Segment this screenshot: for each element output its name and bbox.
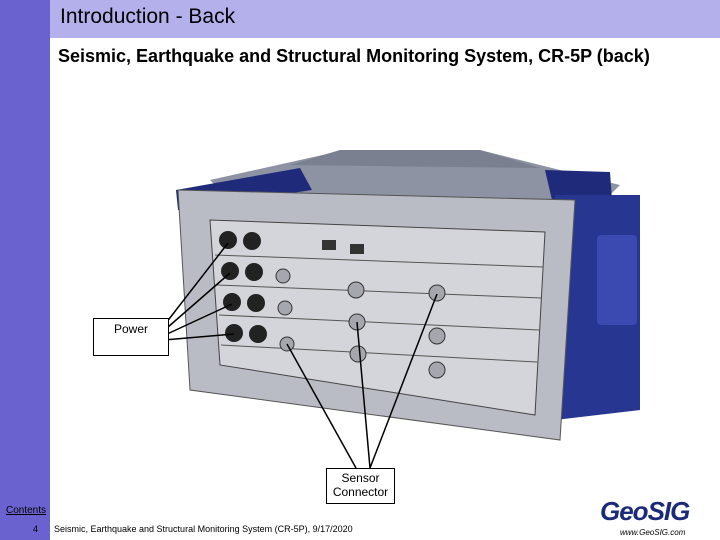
geosig-logo: GeoSIG	[600, 496, 690, 526]
slide-title: Introduction - Back	[60, 5, 236, 28]
page-number: 4	[33, 524, 39, 534]
right-handle	[545, 170, 612, 200]
sensor-callout-line2: Connector	[332, 485, 389, 499]
left-accent-bar	[0, 0, 50, 540]
ethernet-port	[350, 244, 364, 254]
slide-subtitle: Seismic, Earthquake and Structural Monit…	[58, 46, 650, 66]
power-callout-label: Power	[113, 322, 148, 336]
sensor-callout-line1: Sensor	[341, 471, 380, 485]
footer-text: Seismic, Earthquake and Structural Monit…	[54, 524, 353, 534]
title-bar	[50, 0, 720, 38]
ethernet-port	[322, 240, 336, 250]
sensor-leader-lines	[286, 293, 438, 469]
logo-url: www.GeoSIG.com	[620, 528, 686, 537]
power-callout: Power	[93, 318, 169, 356]
front-panel	[209, 219, 546, 416]
sensor-connector-callout: Sensor Connector	[326, 468, 395, 504]
contents-link[interactable]: Contents	[6, 505, 47, 516]
